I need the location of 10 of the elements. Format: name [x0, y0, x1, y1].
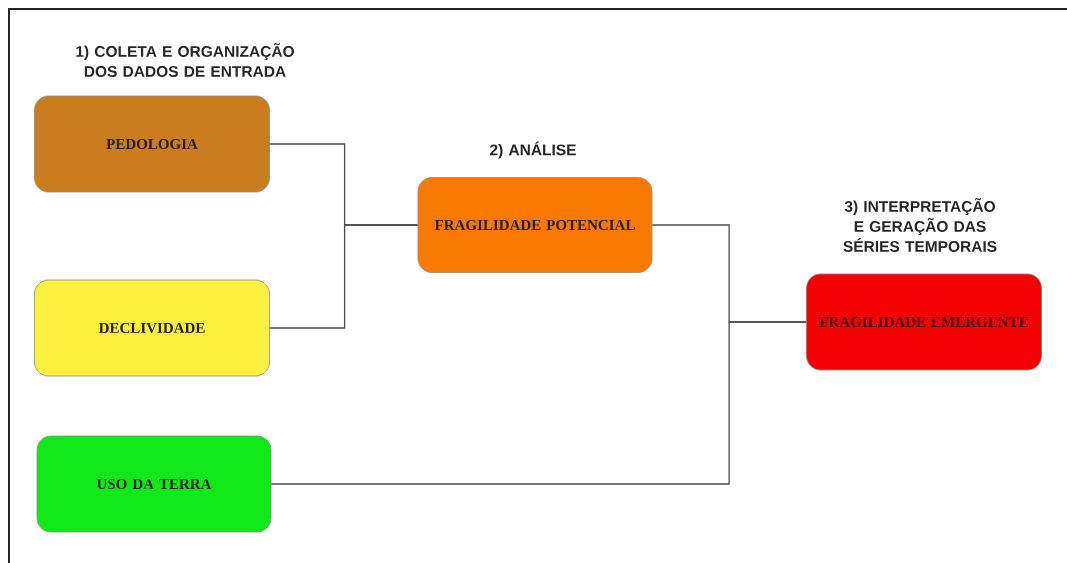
- process-box: FRAGILIDADE POTENCIAL: [417, 177, 653, 273]
- section-heading: 2) ANÁLISE: [490, 141, 576, 159]
- section-heading: 3) INTERPRETAÇÃO E GERAÇÃO DAS SÉRIES TEMPORAIS: [843, 198, 997, 252]
- connector-line: [269, 224, 419, 329]
- process-box: DECLIVIDADE: [34, 279, 270, 377]
- process-box: PEDOLOGIA: [34, 95, 270, 193]
- section-heading: 1) COLETA E ORGANIZAÇÃO DOS DADOS DE ENTRADA: [76, 43, 294, 77]
- connector-line: [270, 321, 807, 485]
- process-box: FRAGILIDADE EMERGENTE: [806, 273, 1042, 371]
- process-box: USO DA TERRA: [36, 435, 272, 533]
